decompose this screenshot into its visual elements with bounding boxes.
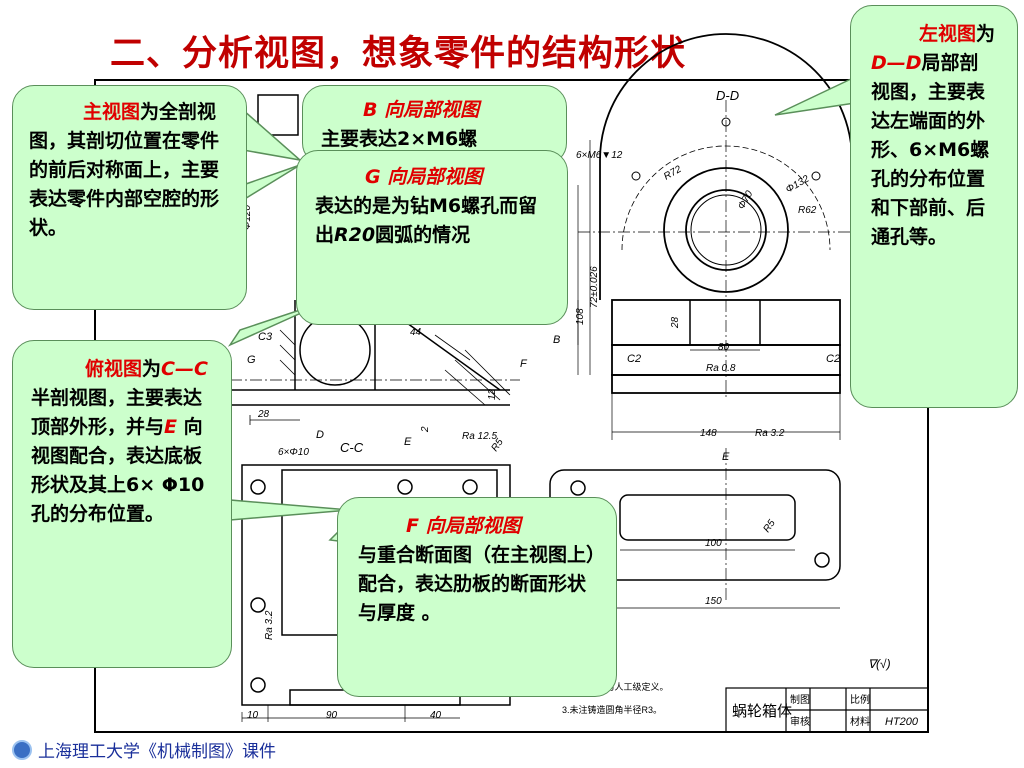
footer: 上海理工大学《机械制图》课件 <box>12 737 276 762</box>
top-view-callout-body-3: 向视图配合，表达底板形状及其上6× Φ10孔的分布位置。 <box>31 416 205 525</box>
note-2: 3.未注铸造圆角半径R3。 <box>562 704 662 715</box>
label-c3: C3 <box>258 331 273 343</box>
dim-12: 12 <box>487 388 498 400</box>
label-d: D <box>316 429 324 441</box>
dim-150: 150 <box>705 596 722 607</box>
top-view-callout: 俯视图为C—C 半剖视图，主要表达顶部外形，并与E 向视图配合，表达底板形状及其… <box>12 340 232 668</box>
g-view-callout-body-2: 圆弧的情况 <box>375 224 471 246</box>
dim-72: 72±0.026 <box>589 266 600 308</box>
dim-80: 80 <box>718 342 730 353</box>
title-block-material-value: HT200 <box>885 716 919 728</box>
dim-108: 108 <box>575 308 586 325</box>
top-view-callout-e: E <box>164 416 177 438</box>
b-view-callout-body: 主要表达2×M6螺 <box>321 128 478 150</box>
section-dd-label: D-D <box>716 88 739 103</box>
title-block-check: 审核 <box>790 715 810 728</box>
label-c2-left: C2 <box>627 353 641 365</box>
left-view-dd <box>577 33 875 440</box>
f-view-callout: F 向局部视图 与重合断面图（在主视图上）配合，表达肋板的断面形状与厚度 。 <box>337 497 617 697</box>
dim-10: 10 <box>247 710 259 721</box>
top-view-callout-section: C—C <box>161 358 208 380</box>
main-view-callout-body: 为全剖视图，其剖切位置在零件的前后对称面上，主要表达零件内部空腔的形状。 <box>29 101 220 239</box>
dim-6xd10: 6×Φ10 <box>278 447 309 458</box>
g-view-callout: G 向局部视图 表达的是为钻M6螺孔而留出R20圆弧的情况 <box>296 150 568 325</box>
left-view-callout: 左视图为 D—D局部剖视图，主要表达左端面的外形、6×M6螺孔的分布位置和下部前、… <box>850 5 1018 408</box>
dim-28: 28 <box>670 316 681 329</box>
top-view-callout-body-2: 半剖视图，主要表达顶部外形，并与 <box>31 387 203 438</box>
f-view-callout-heading: F 向局部视图 <box>406 515 521 537</box>
label-e: E <box>404 436 412 448</box>
roughness-32b: Ra 3.2 <box>264 610 275 640</box>
dim-r62: R62 <box>798 205 817 216</box>
left-view-callout-section: D—D <box>871 52 922 74</box>
main-view-callout-heading: 主视图 <box>83 101 141 123</box>
main-view-callout: 主视图为全剖视图，其剖切位置在零件的前后对称面上，主要表达零件内部空腔的形状。 <box>12 85 247 310</box>
label-f: F <box>520 358 528 370</box>
dim-r5b: R5 <box>761 518 778 535</box>
top-view-callout-body-1: 为 <box>142 358 162 380</box>
roughness-32: Ra 3.2 <box>755 428 785 439</box>
section-cc-label: C-C <box>340 440 364 455</box>
g-view-callout-r20: R20 <box>334 224 376 246</box>
slide-title: 二、分析视图，想象零件的结构形状 <box>110 33 687 74</box>
title-block-part-name: 蜗轮箱体 <box>732 702 792 720</box>
footer-text: 上海理工大学《机械制图》课件 <box>38 742 276 762</box>
g-view-callout-body-1: 表达的是为钻M6螺孔而留出 <box>315 195 538 246</box>
left-view-callout-body-2: 局部剖视图，主要表达左端面的外形、6×M6螺孔的分布位置和下部前、后通孔等。 <box>871 52 990 248</box>
title-block-scale: 比例 <box>850 693 870 706</box>
label-g: G <box>247 354 256 366</box>
dim-90: 90 <box>326 710 338 721</box>
dim-2: 2 <box>420 426 431 433</box>
label-b: B <box>553 334 560 346</box>
top-view-callout-heading: 俯视图 <box>85 358 143 380</box>
dim-d132: Φ132 <box>784 173 812 195</box>
dim-44: 44 <box>410 327 422 338</box>
title-block-draw: 制图 <box>790 693 810 706</box>
dim-40: 40 <box>430 710 442 721</box>
left-view-callout-heading: 左视图 <box>919 23 977 45</box>
dim-6xm6: 6×M6▼12 <box>576 150 623 161</box>
label-c2-right: C2 <box>826 353 840 365</box>
label-e2: E <box>722 451 730 463</box>
dim-r72: R72 <box>662 164 684 183</box>
title-block-material: 材料 <box>850 715 870 728</box>
b-view-callout-heading: B 向局部视图 <box>363 99 480 121</box>
g-view-callout-heading: G 向局部视图 <box>365 166 483 188</box>
dim-28b: 28 <box>257 409 270 420</box>
roughness-125: Ra 12.5 <box>462 431 497 442</box>
note-1: 2.未注圆角为人工级定义。 <box>562 681 669 692</box>
dim-148: 148 <box>700 428 717 439</box>
title-block <box>725 687 929 733</box>
roughness-08: Ra 0.8 <box>706 363 736 374</box>
university-logo-icon <box>12 739 32 760</box>
roughness-general: ∇(√) <box>868 657 891 671</box>
left-view-callout-body-1: 为 <box>976 23 996 45</box>
f-view-callout-body: 与重合断面图（在主视图上）配合，表达肋板的断面形状与厚度 。 <box>358 544 596 624</box>
dim-120: Φ120 <box>242 205 253 230</box>
dim-100: 100 <box>705 538 722 549</box>
